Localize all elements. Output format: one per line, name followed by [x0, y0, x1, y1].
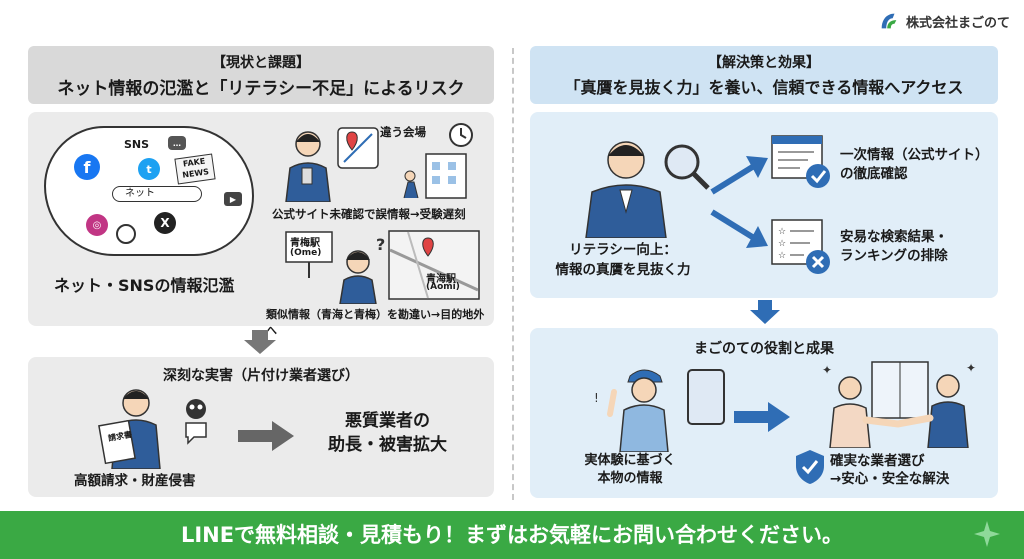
right-title-tag: 【解決策と効果】 [708, 55, 820, 71]
literacy-caption: リテラシー向上： 情報の真贋を見抜く力 [548, 240, 698, 280]
play-icon: ▶ [224, 192, 242, 206]
left-harm-panel: 深刻な実害（片付け業者選び） 請求書 高額請求・財産侵害 悪質業者の 助長・被害… [28, 357, 494, 497]
clock-icon [449, 123, 473, 147]
reliable-vendor-line1: 確実な業者選び [830, 453, 925, 469]
distressed-person-illustration [98, 389, 207, 469]
left-problem-panel: SNS f t X ◎ … ▶ FAKE NEWS ネット ネット・SNSの情報… [28, 112, 494, 337]
left-title: ネット情報の氾濫と「リテラシー不足」によるリスク [57, 79, 465, 99]
literacy-line2: 情報の真贋を見抜く力 [555, 262, 691, 278]
high-charge-caption: 高額請求・財産侵害 [74, 473, 196, 489]
station-ome-romaji: (Ome) [290, 248, 322, 258]
company-name: 株式会社まごのて [905, 15, 1010, 31]
venue-building-illustration [403, 153, 467, 199]
bad-vendor-line2: 助長・被害拡大 [328, 435, 447, 455]
primary-info-line1: 一次情報（公式サイト） [840, 147, 989, 163]
svg-text:!: ! [594, 391, 599, 405]
arrow-down-right-icon [710, 209, 768, 248]
real-experience-line1: 実体験に基づく [584, 453, 676, 468]
left-title-tag: 【現状と課題】 [212, 55, 310, 71]
column-divider [512, 48, 514, 500]
info-overload-caption: ネット・SNSの情報氾濫 [54, 276, 235, 295]
real-experience-line2: 本物の情報 [597, 471, 663, 486]
arrow-down-icon [244, 330, 276, 354]
right-role-panel: まごのての役割と成果 ! 実体験に基づく 本物の情報 ✦ ✦ 確実な業者選び →… [530, 328, 998, 498]
harm-title: 深刻な実害（片付け業者選び） [163, 368, 359, 384]
right-title: 「真贋を見抜く力」を養い、信頼できる情報へアクセス [564, 78, 964, 97]
arrow-right-icon [734, 402, 790, 432]
arrow-up-right-icon [710, 156, 768, 195]
confused-student-illustration [285, 131, 331, 202]
station-aomi-romaji: (Aomi) [426, 282, 460, 292]
right-solution-panel: リテラシー向上： 情報の真贋を見抜く力 一次情報（公式サイト） の徹底確認 ☆ … [530, 112, 998, 298]
sparkle-icon [974, 521, 1000, 547]
primary-info-item: 一次情報（公式サイト） の徹底確認 [840, 146, 989, 184]
handshake-illustration: ✦ ✦ [822, 361, 976, 448]
svg-text:✦: ✦ [966, 361, 976, 375]
instagram-icon: ◎ [86, 214, 108, 236]
svg-text:✦: ✦ [822, 363, 832, 377]
arrow-right-icon [238, 421, 294, 451]
svg-text:☆: ☆ [778, 251, 786, 261]
staff-tablet-illustration: ! [594, 369, 725, 452]
facebook-icon: f [74, 154, 100, 180]
left-section-header: 【現状と課題】 ネット情報の氾濫と「リテラシー不足」によるリスク [28, 46, 494, 104]
ranking-line1: 安易な検索結果・ [840, 229, 948, 245]
info-overload-cloud: SNS f t X ◎ … ▶ FAKE NEWS ネット [44, 126, 254, 256]
wrong-info-caption: 公式サイト未確認で誤情報→受験遅刻 [272, 207, 466, 221]
logo-mark-icon [881, 13, 897, 29]
right-section-header: 【解決策と効果】 「真贋を見抜く力」を養い、信頼できる情報へアクセス [530, 46, 998, 104]
literacy-line1: リテラシー向上： [569, 242, 677, 258]
fake-news-sign: FAKE NEWS [174, 153, 216, 185]
station-ome-name: 青梅駅 [290, 238, 320, 249]
x-icon: X [154, 212, 176, 234]
sns-label: SNS [124, 138, 150, 151]
ranking-exclusion-item: 安易な検索結果・ ランキングの排除 [840, 228, 948, 266]
station-aomi-name: 青海駅 [426, 274, 456, 285]
bad-vendor-line1: 悪質業者の [345, 411, 430, 431]
magnifier-icon [116, 224, 136, 244]
similar-info-caption: 類似情報（青海と青梅）を勘違い→目的地外へ [266, 308, 485, 337]
search-bar: ネット [112, 186, 202, 202]
line-consultation-banner[interactable]: LINEで無料相談・見積もり！まずはお気軽にお問い合わせください。 [0, 511, 1024, 559]
ranking-reject-icon: ☆ ☆ ☆ [771, 219, 830, 274]
reliable-vendor-line2: →安心・安全な解決 [830, 471, 950, 487]
company-logo: 株式会社まごのて [878, 10, 1010, 32]
bad-vendor-result: 悪質業者の 助長・被害拡大 [328, 409, 447, 457]
ranking-line2: ランキングの排除 [840, 248, 948, 264]
svg-text:☆: ☆ [778, 239, 786, 249]
reliable-vendor-caption: 確実な業者選び →安心・安全な解決 [830, 452, 949, 488]
arrow-down-icon [750, 300, 780, 324]
primary-info-line2: の徹底確認 [840, 166, 908, 182]
wrong-venue-label: 違う会場 [380, 125, 426, 139]
twitter-icon: t [138, 158, 160, 180]
station-map-illustration [388, 230, 480, 300]
svg-text:?: ? [376, 235, 385, 254]
map-pin-icon [337, 127, 379, 169]
chat-bubble-icon: … [168, 136, 186, 150]
svg-text:☆: ☆ [778, 227, 786, 237]
role-title: まごのての役割と成果 [694, 341, 834, 357]
official-site-check-icon [771, 135, 830, 188]
shield-check-icon [796, 450, 824, 484]
real-experience-caption: 実体験に基づく 本物の情報 [570, 452, 690, 488]
station-sign-illustration: ? [285, 231, 385, 304]
footer-cta-text: LINEで無料相談・見積もり！まずはお気軽にお問い合わせください。 [180, 523, 844, 547]
businessman-magnifier-illustration [585, 141, 710, 238]
